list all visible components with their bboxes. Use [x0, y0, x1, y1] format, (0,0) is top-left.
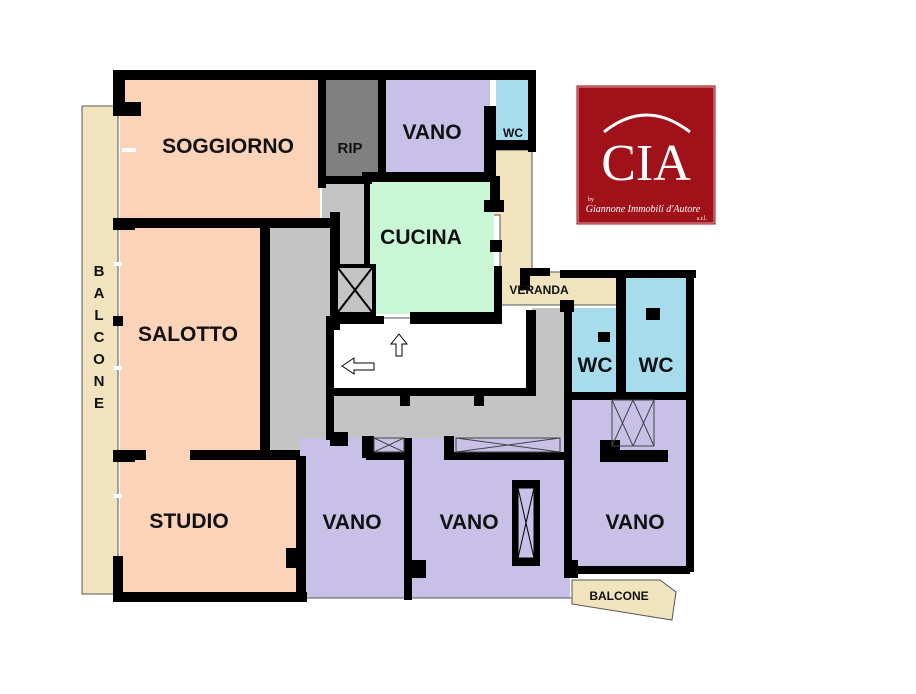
label-wc-top: WC	[503, 126, 523, 140]
svg-text:B: B	[94, 263, 105, 280]
logo-brand: CIA	[601, 135, 691, 192]
label-cucina: CUCINA	[380, 226, 462, 249]
room-vano-1	[300, 438, 410, 598]
room-vano-2	[412, 438, 570, 598]
room-vano-top	[382, 80, 490, 172]
balcone-west-area	[81, 105, 119, 595]
elevator-icon	[334, 264, 376, 316]
corridor	[266, 176, 568, 450]
arrow-left-icon	[341, 357, 375, 375]
wardrobe-icon	[373, 399, 655, 453]
label-vano-2: VANO	[439, 511, 498, 534]
cia-logo: CIA by Giannone Immobili d'Autore s.r.l.	[575, 84, 717, 226]
room-rip	[322, 80, 380, 176]
label-studio: STUDIO	[149, 510, 228, 533]
label-salotto: SALOTTO	[138, 323, 238, 346]
label-wc-2: WC	[639, 354, 674, 377]
label-balcone-south: BALCONE	[589, 589, 648, 603]
room-cucina	[366, 180, 494, 314]
walls	[113, 70, 696, 602]
logo-suffix: s.r.l.	[697, 216, 708, 222]
room-salotto	[120, 224, 268, 456]
label-balcone-west: B A L C O N E	[93, 263, 105, 412]
logo-prefix: by	[588, 197, 594, 203]
svg-text:A: A	[94, 285, 105, 302]
svg-text:E: E	[94, 395, 104, 412]
label-soggiorno: SOGGIORNO	[162, 135, 294, 158]
room-wc-top	[496, 80, 530, 146]
room-studio	[120, 456, 300, 596]
svg-text:L: L	[94, 307, 103, 324]
window-gaps	[114, 148, 136, 498]
svg-text:C: C	[94, 329, 105, 346]
label-wc-1: WC	[578, 354, 613, 377]
label-vano-top: VANO	[402, 121, 461, 144]
stairwell	[332, 320, 530, 390]
balcone-south-area	[571, 579, 677, 621]
room-wc-1	[568, 308, 622, 396]
wardrobe-icon	[512, 480, 540, 566]
room-soggiorno	[120, 78, 320, 224]
room-wc-2	[624, 276, 688, 396]
room-vano-3	[570, 396, 688, 568]
label-vano-3: VANO	[605, 511, 664, 534]
label-vano-1: VANO	[322, 511, 381, 534]
label-rip: RIP	[337, 140, 362, 157]
label-veranda: VERANDA	[509, 283, 569, 297]
arrow-up-icon	[389, 333, 409, 357]
svg-text:O: O	[93, 351, 105, 368]
logo-tagline: Giannone Immobili d'Autore	[586, 204, 701, 215]
svg-text:N: N	[94, 373, 105, 390]
